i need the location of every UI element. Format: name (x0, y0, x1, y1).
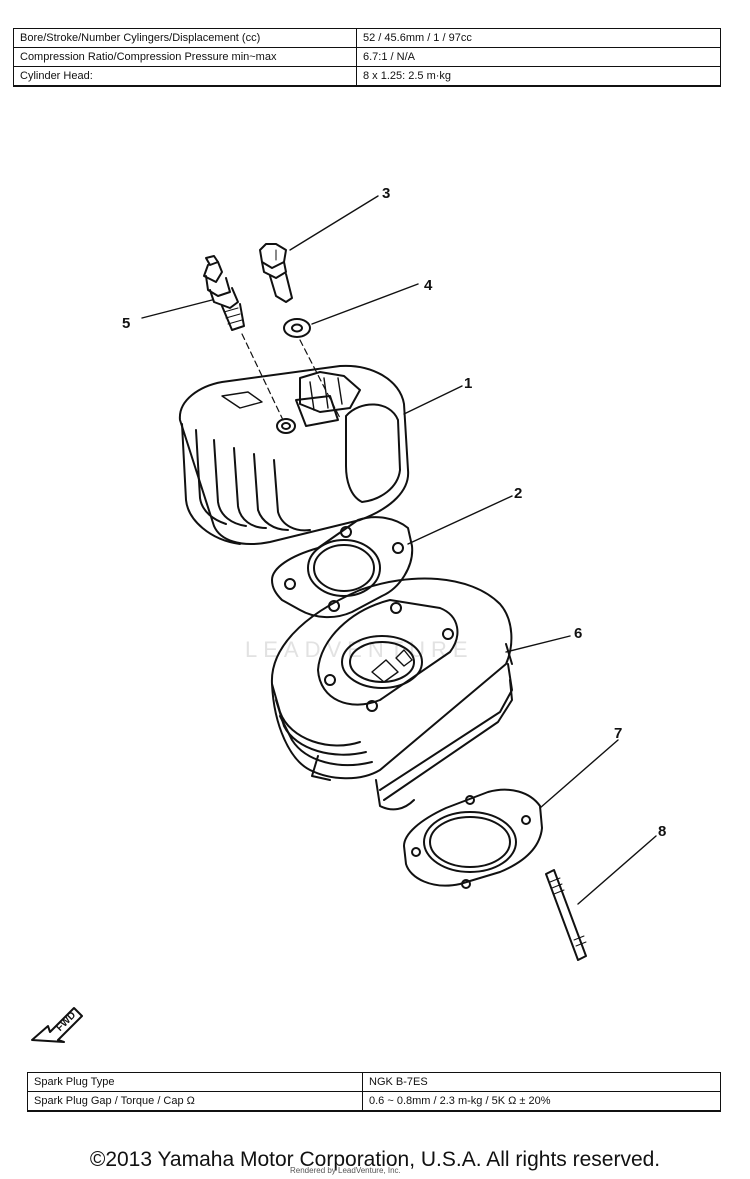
spec-label: Spark Plug Type (27, 1072, 363, 1092)
part-5-spark-plug (203, 255, 245, 331)
callout-6: 6 (574, 625, 582, 642)
spec-value: 0.6 ~ 0.8mm / 2.3 m-kg / 5K Ω ± 20% (362, 1091, 721, 1112)
forward-arrow-icon: FWD (31, 1007, 83, 1043)
spec-row: Compression Ratio/Compression Pressure m… (13, 47, 721, 67)
exploded-diagram: 3 4 5 1 2 6 7 8 (122, 185, 666, 961)
callout-5: 5 (122, 315, 130, 332)
spec-row: Spark Plug Gap / Torque / Cap Ω 0.6 ~ 0.… (27, 1091, 721, 1112)
spec-label: Compression Ratio/Compression Pressure m… (13, 47, 357, 67)
callout-3: 3 (382, 185, 390, 202)
part-2-head-gasket (271, 516, 414, 618)
part-3-bolt (259, 243, 293, 303)
callout-1: 1 (464, 375, 472, 392)
spec-table-top: Bore/Stroke/Number Cylingers/Displacemen… (13, 28, 721, 87)
copyright-notice: ©2013 Yamaha Motor Corporation, U.S.A. A… (89, 1148, 661, 1171)
spec-value: 6.7:1 / N/A (356, 47, 721, 67)
part-6-cylinder (270, 577, 513, 811)
callout-2: 2 (514, 485, 522, 502)
spec-value: NGK B-7ES (362, 1072, 721, 1092)
spec-row: Bore/Stroke/Number Cylingers/Displacemen… (13, 28, 721, 48)
spec-row: Cylinder Head: 8 x 1.25: 2.5 m·kg (13, 66, 721, 87)
spec-value: 52 / 45.6mm / 1 / 97cc (356, 28, 721, 48)
part-7-base-gasket (403, 788, 543, 889)
render-credit: Rendered by LeadVenture, Inc. (290, 1166, 401, 1175)
part-1-cylinder-head (178, 364, 410, 546)
callout-8: 8 (658, 823, 666, 840)
spec-row: Spark Plug Type NGK B-7ES (27, 1072, 721, 1092)
spec-label: Cylinder Head: (13, 66, 357, 87)
spec-value: 8 x 1.25: 2.5 m·kg (356, 66, 721, 87)
part-8-stud-bolt (545, 869, 587, 961)
callout-4: 4 (424, 277, 433, 294)
leader-lines (141, 195, 657, 905)
spec-label: Spark Plug Gap / Torque / Cap Ω (27, 1091, 363, 1112)
callout-7: 7 (614, 725, 622, 742)
part-4-washer (283, 318, 311, 338)
spec-label: Bore/Stroke/Number Cylingers/Displacemen… (13, 28, 357, 48)
spec-table-bottom: Spark Plug Type NGK B-7ES Spark Plug Gap… (27, 1072, 721, 1112)
